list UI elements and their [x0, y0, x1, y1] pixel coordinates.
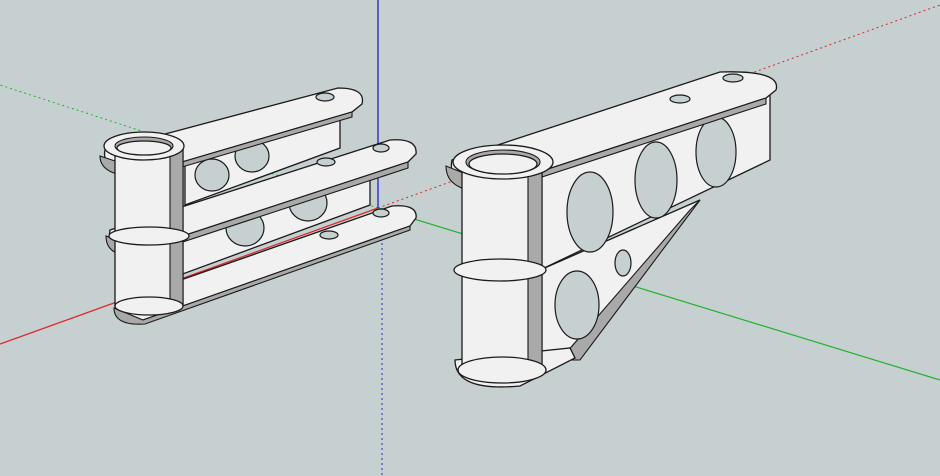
arm-cutout-2 [634, 141, 678, 219]
bottom-plate-edge [113, 225, 411, 325]
arm-cutout-3 [695, 116, 737, 188]
red-axis-negative [0, 207, 379, 345]
arm-top-hole-2 [722, 73, 744, 83]
gusset-cutout-large [554, 270, 600, 340]
middle-plate-hole [316, 157, 336, 167]
bottom-plate-hole [319, 230, 339, 240]
arm-top-hole-1 [669, 94, 691, 104]
bottom-plate-pin-hole [372, 208, 390, 218]
top-plate-hole [315, 92, 335, 102]
right-hinge-bracket[interactable] [445, 71, 778, 388]
left-tube-bottom [114, 296, 184, 316]
left-tube-bore-inner [116, 140, 172, 156]
right-tube-bottom [457, 356, 547, 384]
arm-cutout-1 [566, 171, 614, 253]
right-tube-bore-inner [468, 153, 538, 175]
gusset-cutout-small [614, 249, 632, 277]
left-hinge-bracket[interactable] [99, 87, 417, 325]
left-tube-shadow [169, 145, 184, 307]
upper-web-cutout-1 [194, 158, 230, 192]
left-tube-collar-upper [108, 226, 190, 246]
right-tube-collar [453, 258, 547, 282]
middle-plate-pin-hole [372, 143, 390, 153]
